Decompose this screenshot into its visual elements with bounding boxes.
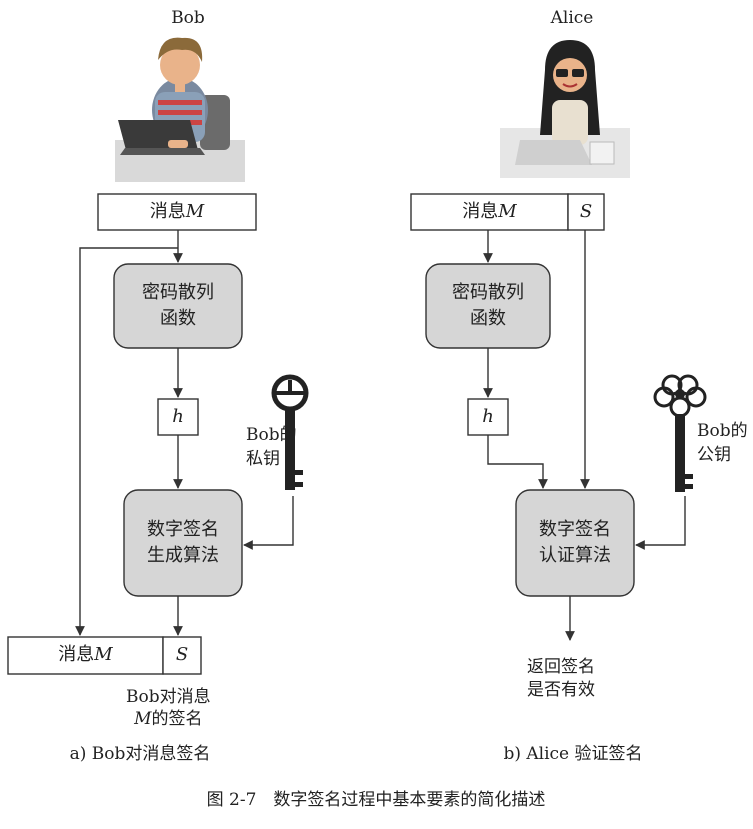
verify-result-label: 返回签名是否有效 — [527, 657, 595, 700]
right-signature-var: S — [579, 200, 593, 222]
right-hash-fn-label: 密码散列函数 — [452, 281, 524, 329]
arrow-message-bypass — [75, 247, 178, 636]
left-hash-var: h — [172, 405, 184, 427]
bob-illustration — [115, 37, 245, 182]
caption-a: a) Bob对消息签名 — [69, 744, 211, 764]
output-message-box — [7, 636, 164, 675]
figure-caption: 图 2-7 数字签名过程中基本要素的简化描述 — [206, 790, 546, 810]
private-key-label: Bob的私钥 — [246, 425, 297, 469]
alice-name: Alice — [550, 8, 594, 28]
hash-value-box — [157, 398, 199, 436]
left-output-signature-var: S — [175, 644, 189, 666]
message-box — [97, 193, 257, 231]
public-key-label: Bob的公钥 — [697, 421, 748, 465]
arrow-h-to-verify — [487, 435, 548, 489]
right-verify-alg-label: 数字签名认证算法 — [539, 518, 611, 566]
left-hash-fn-label: 密码散列函数 — [142, 281, 214, 329]
bob-name: Bob — [171, 8, 205, 28]
signature-description: Bob对消息 M的签名 — [126, 687, 211, 730]
right-hash-var: h — [482, 405, 494, 427]
left-sign-alg-label: 数字签名生成算法 — [147, 518, 219, 566]
caption-b: b) Alice 验证签名 — [503, 744, 643, 764]
signature-box — [567, 193, 605, 231]
arrow-private-key-to-sign — [243, 496, 294, 550]
arrow-public-key-to-verify — [635, 496, 686, 550]
public-key-icon — [653, 374, 707, 492]
alice-illustration — [500, 40, 630, 178]
output-signature-box — [162, 636, 202, 675]
right-panel — [410, 193, 707, 641]
message-box — [410, 193, 569, 231]
hash-value-box — [467, 398, 509, 436]
left-panel — [7, 193, 309, 675]
private-key-icon — [271, 374, 309, 490]
verify-algorithm-box — [515, 489, 635, 597]
sign-algorithm-box — [123, 489, 243, 597]
